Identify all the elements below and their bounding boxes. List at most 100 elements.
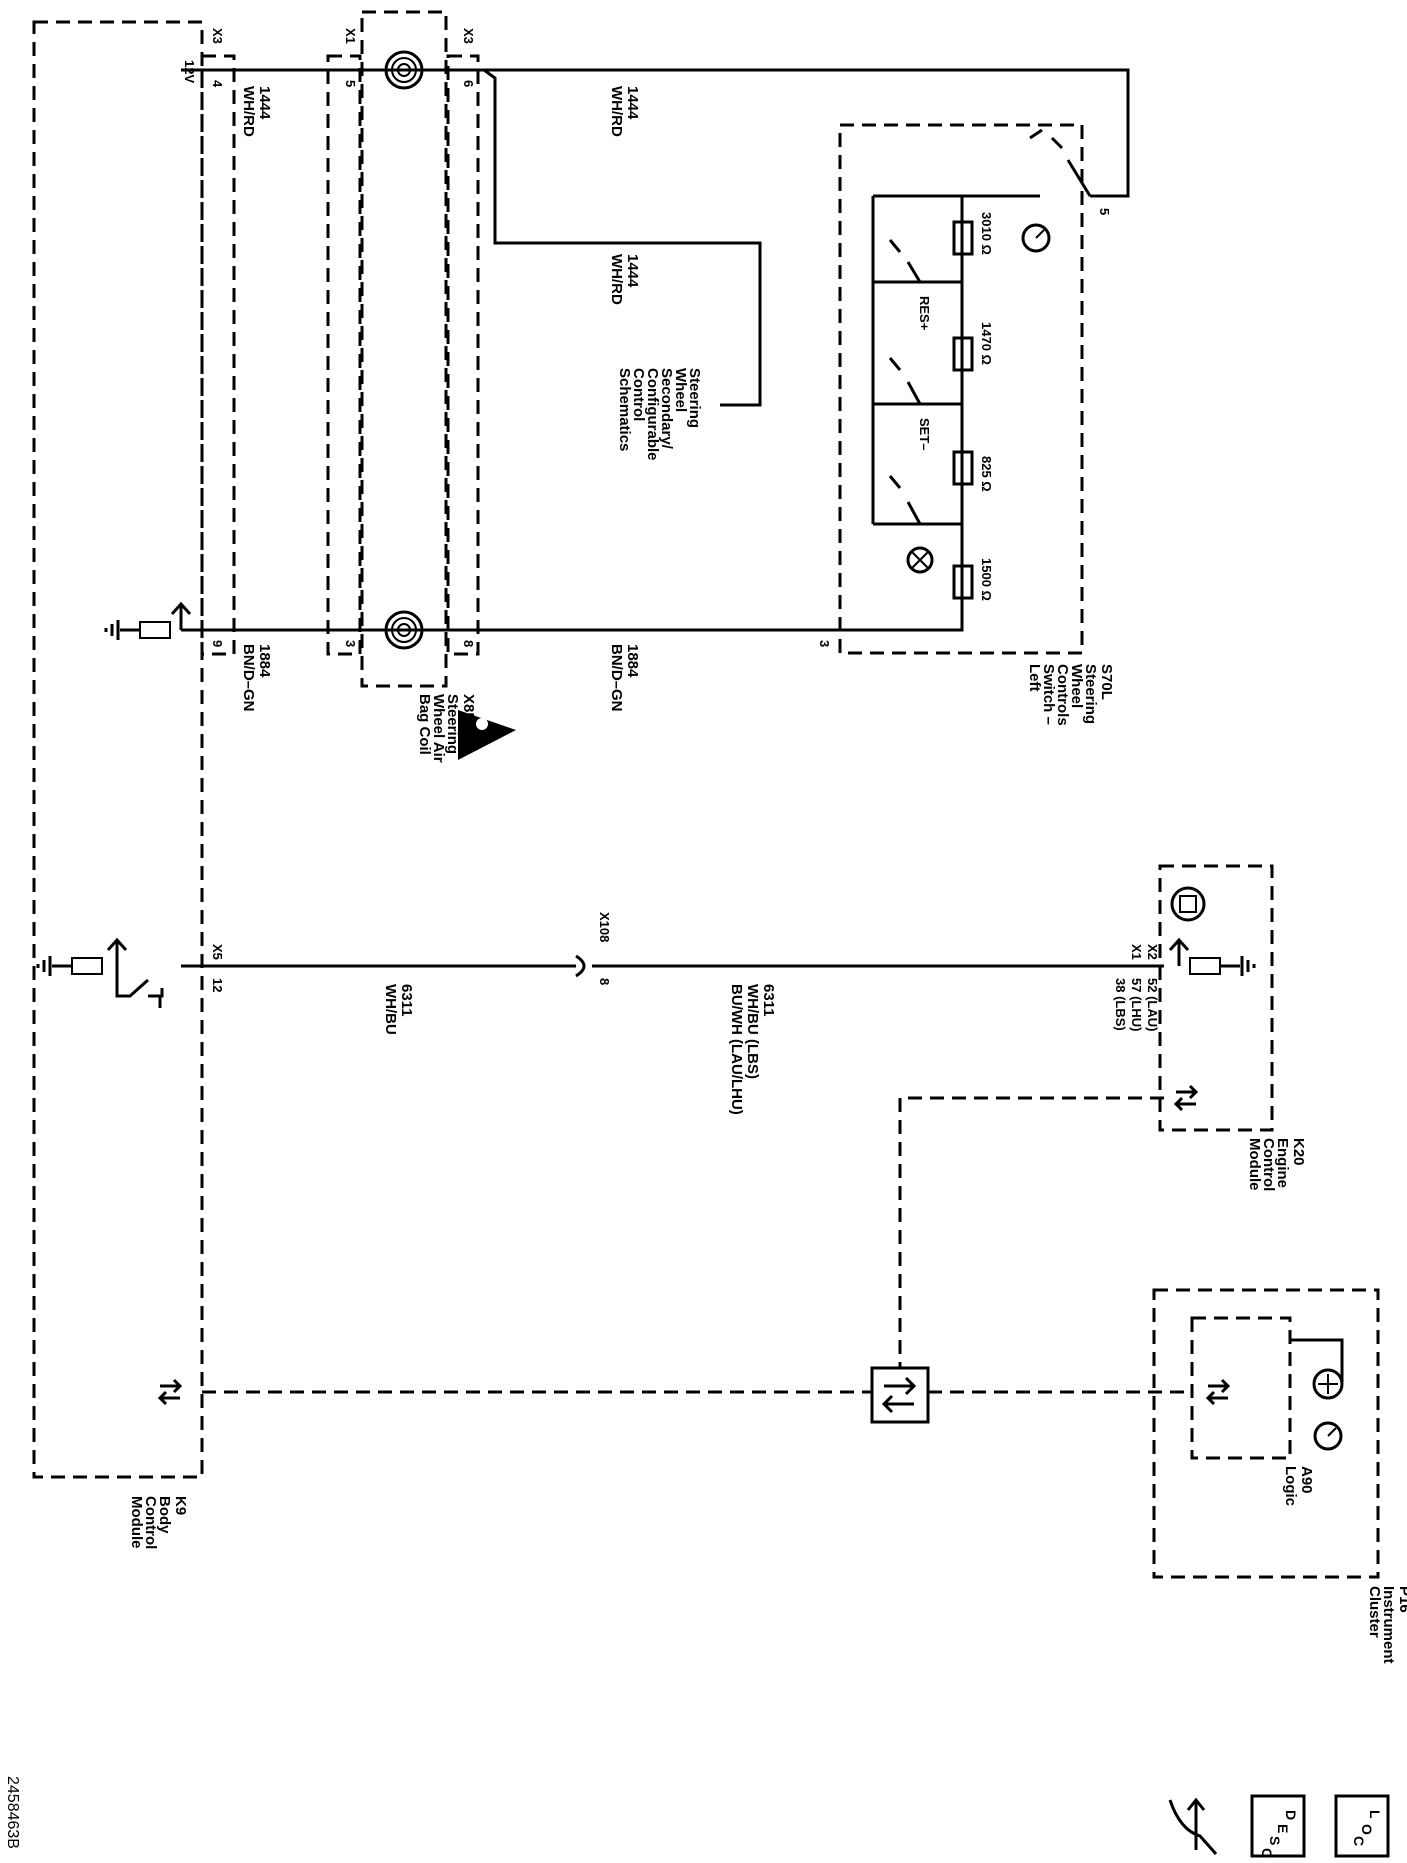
ipc-module-outline [1152, 1288, 1380, 1579]
ipc-name: Cluster [1366, 1586, 1383, 1638]
pin-sw-bottom: 3 [817, 640, 832, 647]
coil-module-outline [360, 10, 448, 688]
resistor-825 [952, 450, 974, 486]
ecm-logo-icon [1170, 886, 1206, 922]
serial-data-bus-ecm [898, 1096, 1164, 1368]
procedure-icon[interactable] [1168, 1797, 1218, 1855]
schematic-reference-label: Steering [686, 368, 703, 428]
switch-rung-1 [873, 239, 962, 284]
figure-id: 2458463B [4, 1776, 21, 1849]
ecm-pin-38: 38 (LBS) [1113, 978, 1128, 1031]
wire-6311-color-b2: BU/WH (LAU/LHU) [728, 984, 745, 1115]
cruise-speedometer-icon [1021, 223, 1051, 253]
coil-name: Wheel Air [430, 694, 447, 763]
bcm-name: Control [142, 1496, 159, 1549]
desc-nav-button[interactable] [1250, 1794, 1306, 1858]
resistor-825-label: 825 Ω [979, 456, 994, 492]
coil-spiral-bottom [384, 610, 424, 650]
switch-module-outline [838, 123, 1084, 655]
x1-connector-outline [326, 54, 362, 656]
wire-1884-color-2: BN/D–GN [608, 644, 625, 712]
resistor-3010-label: 3010 Ω [979, 212, 994, 255]
ecm-name: Engine [1274, 1138, 1291, 1188]
loc-nav-button[interactable] [1334, 1794, 1390, 1858]
pin-sw-top: 5 [1097, 208, 1112, 215]
switch-rung-3 [873, 475, 962, 526]
ground-switch-symbol-bcm-6311 [36, 937, 164, 1008]
resistor-1500-label: 1500 Ω [979, 558, 994, 601]
pin-bcm-x3-top: 4 [210, 80, 225, 88]
pin-x3-top: 6 [461, 80, 476, 87]
switch-lamp-icon [906, 546, 934, 574]
x3-label: X3 [461, 28, 476, 44]
wire-1884-label-2: 1884 [624, 644, 641, 678]
bcm-ref: K9 [172, 1496, 189, 1515]
x108-connector [575, 954, 586, 978]
coil-spiral-top [384, 50, 424, 90]
ecm-x2-label: X2 [1145, 944, 1160, 960]
pin-x3-bottom: 8 [461, 640, 476, 647]
pin-bcm-x5: 12 [210, 978, 225, 992]
switch-name: Controls [1054, 664, 1071, 726]
schematic-reference-label: Wheel [672, 368, 689, 412]
loc-nav-letter: C [1351, 1836, 1367, 1846]
ipc-cruise-lamp-icon [1290, 1338, 1344, 1451]
ipc-ref: P16 [1396, 1586, 1407, 1613]
desc-nav-letter: E [1275, 1824, 1291, 1833]
resistor-3010 [952, 220, 974, 256]
switch-top-contact [1029, 128, 1092, 197]
wire-1444-color: WH/RD [240, 86, 257, 137]
schematic-reference-label: Schematics [616, 368, 633, 451]
wire-6311-color: WH/BU [382, 984, 399, 1035]
wire-1884-color: BN/D–GN [240, 644, 257, 712]
pin-bcm-x3-bottom: 9 [210, 640, 225, 647]
wire-6311-color-b1: WH/BU (LBS) [744, 984, 761, 1079]
desc-nav-letter: D [1283, 1810, 1299, 1820]
x3-connector-outline [446, 54, 480, 656]
wire-1444-label-2: 1444 [624, 86, 641, 120]
pin-x1-top: 5 [343, 80, 358, 87]
res-label: RES+ [917, 296, 932, 331]
ipc-serial-data-icon [1205, 1378, 1231, 1406]
logic-module-outline [1190, 1316, 1292, 1460]
bcm-x3-label: X3 [210, 28, 225, 44]
ecm-pin-52: 52 (LAU) [1145, 978, 1160, 1031]
wire-1444-branch [483, 68, 762, 407]
ecm-serial-data-icon [1173, 1084, 1199, 1112]
logic-ref: A90 [1298, 1466, 1315, 1494]
wire-1884-label: 1884 [256, 644, 273, 678]
wire-1884 [181, 608, 964, 632]
ground-symbol-ecm [1168, 937, 1256, 976]
wire-1444 [181, 68, 1130, 198]
pin-x1-bottom: 3 [343, 640, 358, 647]
switch-rung-2 [873, 357, 962, 406]
switch-name: Wheel [1068, 664, 1085, 708]
resistor-1500 [952, 564, 974, 600]
ecm-name: Module [1246, 1138, 1263, 1191]
pin-x108: 8 [597, 978, 612, 985]
bcm-x3-connector-outline [200, 54, 236, 656]
wire-1444-label: 1444 [256, 86, 273, 120]
coil-ref: X85 [460, 694, 477, 721]
coil-name: Bag Coil [416, 694, 433, 755]
schematic-reference-label: Control [630, 368, 647, 421]
switch-name: Left [1026, 664, 1043, 692]
gateway-icon[interactable] [870, 1366, 930, 1424]
coil-name: Steering [444, 694, 461, 754]
wire-1444-color-2: WH/RD [608, 86, 625, 137]
loc-nav-letter: O [1359, 1824, 1375, 1835]
wire-1444-color-3: WH/RD [608, 254, 625, 305]
x108-label: X108 [597, 912, 612, 942]
ground-symbol-bcm-1884 [104, 601, 192, 640]
switch-name: Switch – [1040, 664, 1057, 725]
wire-1444-label-3: 1444 [624, 254, 641, 288]
schematic-reference-label: Secondary/ [658, 368, 675, 450]
bcm-serial-data-icon [157, 1378, 183, 1406]
switch-name: Steering [1082, 664, 1099, 724]
ipc-name: Instrument [1380, 1586, 1397, 1664]
x1-label: X1 [343, 28, 358, 44]
wire-6311-label-2: 6311 [760, 984, 777, 1017]
ecm-ref: K20 [1290, 1138, 1307, 1166]
resistor-1470 [952, 336, 974, 372]
switch-ref: S70L [1098, 664, 1115, 700]
